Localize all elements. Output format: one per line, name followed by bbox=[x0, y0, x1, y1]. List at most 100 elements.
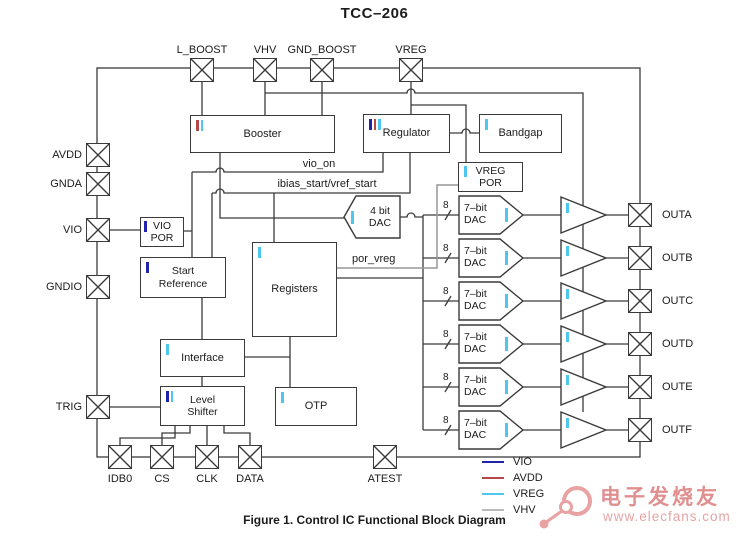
supply-ticks bbox=[144, 221, 147, 232]
pad-x-icon bbox=[87, 173, 109, 195]
bus-width-label: 8 bbox=[443, 372, 449, 383]
bus-slash-marks bbox=[444, 209, 452, 436]
vreg-supply-tick-icon bbox=[505, 380, 508, 394]
vreg-supply-tick-icon bbox=[166, 344, 169, 355]
pin-label-outa: OUTA bbox=[662, 209, 692, 221]
pad-oute bbox=[628, 375, 652, 399]
legend-row-avdd: AVDD bbox=[482, 472, 544, 484]
start-reference-block: Start Reference bbox=[140, 257, 226, 298]
supply-ticks bbox=[166, 391, 173, 402]
otp-block: OTP bbox=[275, 387, 357, 426]
pad-l-boost bbox=[190, 58, 214, 82]
pad-atest bbox=[373, 445, 397, 469]
seven-bit-dac-line2: DAC bbox=[464, 257, 487, 270]
pin-label-idb0: IDB0 bbox=[107, 473, 133, 485]
vreg-supply-tick-icon bbox=[258, 247, 261, 258]
pad-x-icon bbox=[109, 446, 131, 468]
vio-supply-tick-icon bbox=[144, 221, 147, 232]
bus-width-label: 8 bbox=[443, 329, 449, 340]
booster-block: Booster bbox=[190, 115, 335, 153]
booster-label: Booster bbox=[243, 127, 282, 140]
pad-x-icon bbox=[629, 419, 651, 441]
pad-x-icon bbox=[629, 247, 651, 269]
avdd-color-swatch bbox=[482, 476, 504, 480]
top-pad-drops bbox=[201, 82, 323, 115]
vio-supply-tick-icon bbox=[166, 391, 169, 402]
watermark-site-text: www.elecfans.com bbox=[603, 509, 731, 524]
por-vreg-wire bbox=[337, 184, 458, 269]
four-bit-dac-shape bbox=[343, 195, 401, 239]
vreg-supply-tick-icon bbox=[505, 337, 508, 351]
pad-outa bbox=[628, 203, 652, 227]
legend-row-vreg: VREG bbox=[482, 488, 544, 500]
supply-ticks bbox=[196, 120, 203, 131]
pad-x-icon bbox=[151, 446, 173, 468]
pad-outc bbox=[628, 289, 652, 313]
pad-gndio bbox=[86, 275, 110, 299]
pin-label-vhv: VHV bbox=[253, 44, 277, 56]
pin-label-trig: TRIG bbox=[55, 401, 82, 413]
seven-bit-dac-line1: 7–bit bbox=[464, 245, 487, 257]
seven-bit-dac-line2: DAC bbox=[464, 214, 487, 227]
pad-x-icon bbox=[400, 59, 422, 81]
vio-por-label-line2: POR bbox=[150, 232, 174, 244]
vreg-por-label-line2: POR bbox=[479, 177, 502, 189]
legend-row-vhv: VHV bbox=[482, 504, 544, 516]
figure-caption: Figure 1. Control IC Functional Block Di… bbox=[243, 513, 506, 527]
vreg-supply-tick-icon bbox=[566, 332, 569, 342]
pin-label-outc: OUTC bbox=[662, 295, 694, 307]
vreg-supply-tick-icon bbox=[566, 375, 569, 385]
four-bit-dac-line2: DAC bbox=[368, 217, 392, 230]
otp-label: OTP bbox=[304, 400, 328, 413]
vio-on-label: vio_on bbox=[302, 158, 336, 170]
pad-cs bbox=[150, 445, 174, 469]
regulator-bandgap-wire bbox=[450, 128, 479, 134]
pad-outd bbox=[628, 332, 652, 356]
pad-gnda bbox=[86, 172, 110, 196]
legend-row-vio: VIO bbox=[482, 456, 544, 468]
pin-label-outb: OUTB bbox=[662, 252, 693, 264]
supply-ticks bbox=[369, 119, 381, 130]
seven-bit-dac-line2: DAC bbox=[464, 429, 487, 442]
pad-x-icon bbox=[629, 333, 651, 355]
pad-vio bbox=[86, 218, 110, 242]
vreg-supply-tick-icon bbox=[566, 246, 569, 256]
supply-ticks bbox=[258, 247, 261, 258]
vreg-supply-tick-icon bbox=[505, 294, 508, 308]
ibias-start-label: ibias_start/vref_start bbox=[277, 178, 377, 190]
pad-x-icon bbox=[374, 446, 396, 468]
registers-block: Registers bbox=[252, 242, 337, 337]
supply-ticks bbox=[146, 262, 149, 273]
seven-bit-dac-line1: 7–bit bbox=[464, 331, 487, 343]
seven-bit-dac-line1: 7–bit bbox=[464, 202, 487, 214]
dac-bus-rail bbox=[337, 215, 424, 430]
interface-block: Interface bbox=[160, 339, 245, 377]
otp-wires bbox=[245, 337, 291, 387]
vreg-supply-tick-icon bbox=[505, 251, 508, 265]
watermark-logo-icon bbox=[539, 486, 592, 529]
vreg-supply-tick-icon bbox=[464, 166, 467, 177]
legend-label-vhv: VHV bbox=[513, 504, 536, 516]
pad-outb bbox=[628, 246, 652, 270]
pin-label-l-boost: L_BOOST bbox=[176, 44, 228, 56]
bandgap-label: Bandgap bbox=[498, 127, 543, 140]
pin-label-cs: CS bbox=[154, 473, 170, 485]
pad-idb0 bbox=[108, 445, 132, 469]
dac-row-wires bbox=[423, 214, 628, 431]
avdd-supply-tick-icon bbox=[196, 120, 199, 131]
pad-gnd-boost bbox=[310, 58, 334, 82]
registers-label: Registers bbox=[271, 283, 318, 296]
pin-label-outf: OUTF bbox=[662, 424, 692, 436]
supply-ticks bbox=[281, 392, 284, 403]
vio-por-block: VIO POR bbox=[140, 217, 184, 247]
pad-trig bbox=[86, 395, 110, 419]
pad-x-icon bbox=[254, 59, 276, 81]
vhv-color-swatch bbox=[482, 508, 504, 512]
legend-label-vreg: VREG bbox=[513, 488, 545, 500]
vio-supply-tick-icon bbox=[369, 119, 372, 130]
vreg-supply-tick-icon bbox=[378, 119, 381, 130]
